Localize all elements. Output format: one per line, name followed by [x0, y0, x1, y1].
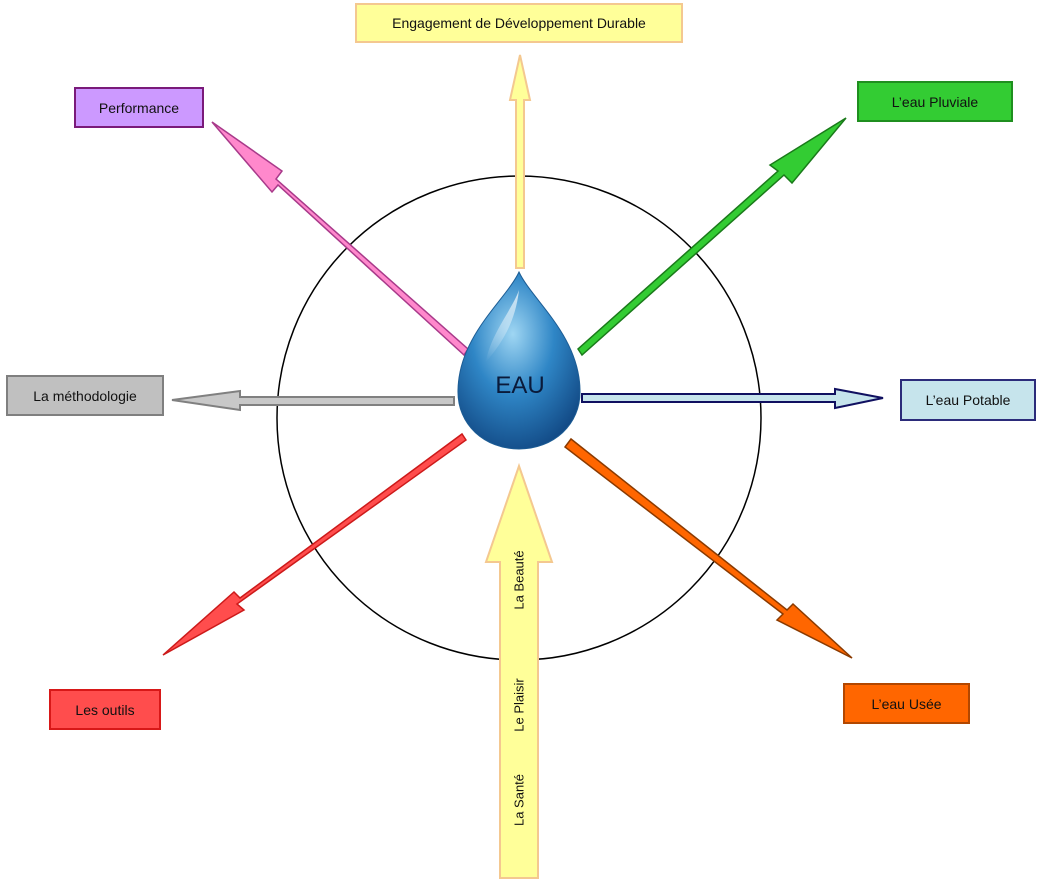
water-drop-highlight: [486, 290, 519, 362]
arrow-to-usee: [563, 437, 853, 659]
label-la-sante: La Santé: [511, 773, 527, 827]
arrow-to-methodologie: [171, 389, 455, 412]
node-performance: Performance: [74, 87, 204, 128]
node-methodologie: La méthodologie: [6, 375, 164, 416]
center-label: EAU: [495, 372, 545, 399]
arrow-to-pluviale: [577, 117, 847, 357]
arrow-to-performance: [211, 121, 469, 357]
node-eau-pluviale: L’eau Pluviale: [857, 81, 1013, 122]
label-la-beaute: La Beauté: [511, 550, 527, 610]
arrow-to-outils: [162, 432, 468, 656]
node-engagement-developpement-durable: Engagement de Développement Durable: [355, 3, 683, 43]
water-drop-icon: [457, 270, 581, 450]
node-eau-usee: L’eau Usée: [843, 683, 970, 724]
node-eau-potable: L’eau Potable: [900, 379, 1036, 421]
arrow-bottom-up: [484, 462, 554, 879]
arrow-to-engagement: [508, 54, 532, 269]
node-outils: Les outils: [49, 689, 161, 730]
arrow-to-potable: [581, 387, 884, 410]
label-le-plaisir: Le Plaisir: [511, 678, 527, 732]
